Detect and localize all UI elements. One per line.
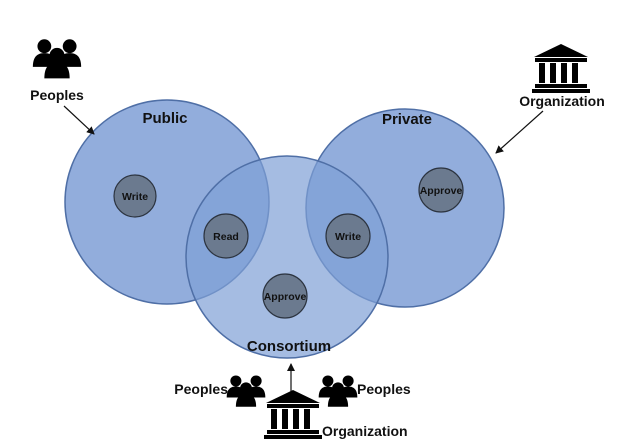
node-public-write: Write (113, 174, 157, 218)
node-read-label: Read (213, 231, 239, 243)
node-write-shared-label: Write (335, 231, 361, 243)
consortium-label: Consortium (247, 338, 331, 355)
node-write-shared: Write (325, 213, 371, 259)
bottom-right-peoples-label: Peoples (357, 381, 411, 397)
private-label: Private (382, 111, 432, 128)
consortium-circle (185, 155, 389, 359)
bank-icon (532, 44, 590, 93)
public-label: Public (142, 110, 187, 127)
node-private-approve-label: Approve (420, 185, 463, 197)
people-icon (32, 39, 82, 79)
node-public-write-label: Write (122, 191, 148, 203)
people-icon (318, 375, 358, 407)
arrow-peoples-to-public (63, 105, 95, 135)
node-consortium-approve-label: Approve (264, 291, 307, 303)
arrow-organization-to-private (495, 110, 544, 154)
bank-icon (264, 390, 322, 439)
people-icon (226, 375, 266, 407)
node-read: Read (203, 213, 249, 259)
top-left-peoples-label: Peoples (30, 87, 84, 103)
node-private-approve: Approve (418, 167, 464, 213)
node-consortium-approve: Approve (262, 273, 308, 319)
top-right-organization-label: Organization (519, 93, 605, 109)
bottom-organization-label: Organization (322, 423, 408, 439)
bottom-left-peoples-label: Peoples (174, 381, 228, 397)
